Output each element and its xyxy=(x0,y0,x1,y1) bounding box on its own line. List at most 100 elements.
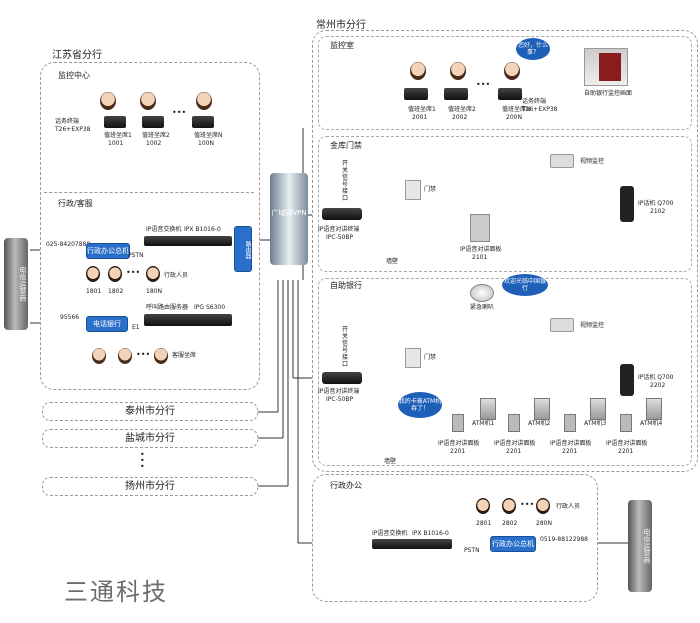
screen-label: 自助银行监控画面 xyxy=(584,90,633,97)
brand-logo: 三通科技 xyxy=(64,578,168,606)
terminal-model: T26+EXP38 xyxy=(55,126,91,133)
vpn-device: 广域网VPN xyxy=(270,173,308,265)
atm-icon xyxy=(590,398,606,420)
staff-label: 行政人员 xyxy=(164,272,189,279)
vault-panel-num: 2101 xyxy=(472,254,488,261)
terminal-label: 话务终端 xyxy=(55,118,80,125)
speaker-icon xyxy=(470,284,494,302)
phone-icon xyxy=(498,88,522,100)
ss-switch-label: 开 关 信 号 接 口 xyxy=(342,326,349,368)
ip-phone-icon xyxy=(620,186,634,222)
operator-icon xyxy=(154,348,168,364)
ss-panel-label-1: IP语音对讲面板 xyxy=(438,440,480,447)
branch-taizhou: 泰州市分行 xyxy=(42,402,258,421)
ss-phone-label: IP话机 Q700 xyxy=(638,374,674,381)
person-icon xyxy=(476,498,490,514)
ellipsis: ••• xyxy=(172,108,187,117)
operator-icon xyxy=(504,62,520,80)
office-exchange-box: 行政办公总机 xyxy=(490,536,536,552)
ss-phone-num: 2202 xyxy=(650,382,666,389)
intercom-panel-icon xyxy=(470,214,490,242)
ss-intercom-label: IP语音对讲终端 xyxy=(318,388,360,395)
vault-intercom-model: IPC-50BP xyxy=(326,234,354,241)
atm-label-2: ATM机2 xyxy=(528,420,551,427)
monitor-center-title: 监控中心 xyxy=(58,71,90,80)
ip-switch-model: IPX B1016-0 xyxy=(184,226,221,233)
branch-yangzhou: 扬州市分行 xyxy=(42,477,258,496)
office-exchange-box: 行政办公总机 xyxy=(86,243,130,259)
ss-intercom-device xyxy=(322,372,362,384)
ss-panel-num-4: 2201 xyxy=(618,448,634,455)
welcome-bubble: 欢迎光临中国银行 xyxy=(502,274,548,296)
ss-panel-label-2: IP语音对讲面板 xyxy=(494,440,536,447)
ss-panel-num-2: 2201 xyxy=(506,448,522,455)
person-icon xyxy=(86,266,100,282)
admin-title: 行政/客服 xyxy=(58,199,93,208)
router-model: IPG S6300 xyxy=(194,304,226,311)
branch-ellipsis: ••• xyxy=(140,450,145,471)
operator-icon xyxy=(118,348,132,364)
phone-icon xyxy=(142,116,164,128)
divider xyxy=(44,192,254,193)
atm-label-1: ATM机1 xyxy=(472,420,495,427)
operator-icon xyxy=(92,348,106,364)
atm-label-3: ATM机3 xyxy=(584,420,607,427)
atm-icon xyxy=(480,398,496,420)
router-label: 呼叫路由服务器 xyxy=(146,304,189,311)
vault-phone-label: IP话机 Q700 xyxy=(638,200,674,207)
operator-icon xyxy=(100,92,116,110)
vault-phone-num: 2102 xyxy=(650,208,666,215)
speaker-label: 紧急喇叭 xyxy=(470,304,495,311)
phone-number-label: 025-84207888 xyxy=(46,241,91,248)
ss-panel-label-3: IP语音对讲面板 xyxy=(550,440,592,447)
carrier-right: 电信运营商 xyxy=(628,500,652,592)
selfservice-area xyxy=(318,278,692,466)
vault-title: 金库门禁 xyxy=(330,141,362,150)
ss-panel-num-3: 2201 xyxy=(562,448,578,455)
atm-label-4: ATM机4 xyxy=(640,420,663,427)
e1-label: E1 xyxy=(132,324,140,331)
cz-terminal-label: 话务终端 xyxy=(522,98,547,105)
operator-icon xyxy=(196,92,212,110)
monitor-room-title: 监控室 xyxy=(330,41,354,50)
vault-door-label: 门禁 xyxy=(424,186,437,193)
ip-switch-label: IP语音交换机 xyxy=(146,226,182,233)
phone-icon xyxy=(192,116,214,128)
ss-intercom-model: IPC-50BP xyxy=(326,396,354,403)
ip-phone-icon xyxy=(620,364,634,396)
ss-panel-num-1: 2201 xyxy=(450,448,466,455)
person-icon xyxy=(502,498,516,514)
ss-door-label: 门禁 xyxy=(424,354,437,361)
changzhou-panel xyxy=(312,30,698,472)
jiangsu-title: 江苏省分行 xyxy=(52,50,102,61)
operator-icon xyxy=(450,62,466,80)
monitor-room xyxy=(318,36,692,130)
door-access-icon xyxy=(405,348,421,368)
person-icon xyxy=(536,498,550,514)
office-panel xyxy=(312,474,598,602)
phone-icon xyxy=(404,88,428,100)
vault-wall-label: 墙壁 xyxy=(386,258,399,265)
phone-icon xyxy=(444,88,468,100)
route-device: 路由器 xyxy=(234,226,252,272)
cz-terminal-model: T26+EXP38 xyxy=(522,106,558,113)
ss-video-label: 视频监控 xyxy=(580,322,605,329)
phone-bank-box: 电话银行 xyxy=(86,316,128,332)
office-switch-device xyxy=(372,539,452,549)
ss-wall-label: 墙壁 xyxy=(384,458,397,465)
office-switch-model: IPX B1016-0 xyxy=(412,530,449,537)
ss-panel-label-4: IP语音对讲面板 xyxy=(606,440,648,447)
atm-icon xyxy=(534,398,550,420)
vault-panel-label: IP语音对讲面板 xyxy=(460,246,502,253)
operator-icon xyxy=(140,92,156,110)
office-pstn: PSTN xyxy=(464,547,480,554)
intercom-panel-icon xyxy=(620,414,632,432)
camera-icon xyxy=(550,154,574,168)
vault-intercom-device xyxy=(322,208,362,220)
intercom-panel-icon xyxy=(452,414,464,432)
intercom-panel-icon xyxy=(564,414,576,432)
office-title: 行政办公 xyxy=(330,481,362,490)
atm-bubble: 我的卡被ATM机吞了！ xyxy=(398,392,442,418)
operator-icon xyxy=(410,62,426,80)
atm-icon xyxy=(646,398,662,420)
